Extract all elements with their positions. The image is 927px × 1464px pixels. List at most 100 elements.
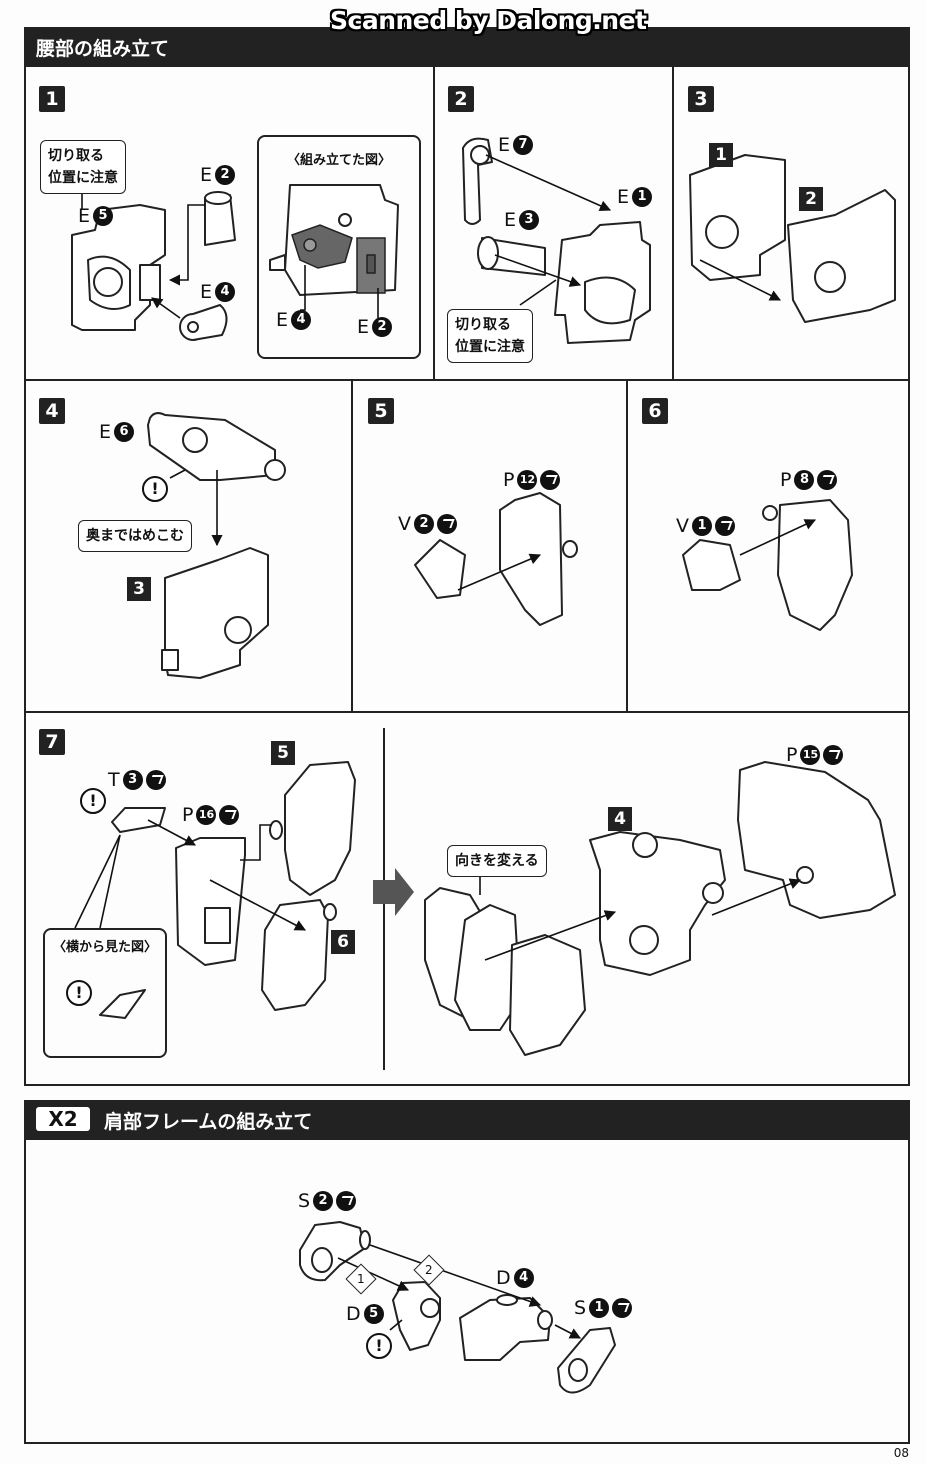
row-divider — [24, 379, 910, 381]
part-letter: E — [276, 309, 289, 331]
inset-title: 〈組み立てた図〉 — [286, 153, 391, 168]
part-letter: E — [200, 281, 213, 303]
part-number: 4 — [215, 282, 236, 302]
step7-change-direction-note: 向きを変える — [447, 845, 547, 877]
part-number: 5 — [363, 1304, 384, 1324]
sub-assembly-2: 2 — [799, 187, 823, 211]
cut-icon — [540, 470, 561, 490]
callout-line: 切り取る — [48, 148, 104, 164]
step-number-7: 7 — [39, 729, 65, 755]
row-divider — [24, 711, 910, 713]
part-number: 8 — [794, 470, 815, 490]
section-header-shoulder: X2 肩部フレームの組み立て — [24, 1100, 910, 1138]
step-number-4: 4 — [39, 398, 65, 424]
part-letter: E — [617, 186, 630, 208]
warning-icon: ! — [366, 1333, 392, 1359]
callout-line: 切り取る — [455, 317, 511, 333]
assembled-view-inset: 〈組み立てた図〉 — [257, 135, 421, 359]
warning-icon: ! — [66, 980, 92, 1006]
part-number: 1 — [632, 187, 653, 207]
part-number: 1 — [692, 516, 712, 536]
warning-icon: ! — [80, 788, 106, 814]
cut-icon — [817, 470, 838, 490]
part-number: 6 — [114, 422, 135, 442]
callout-line: 位置に注意 — [455, 339, 525, 355]
col-divider — [433, 65, 435, 380]
col-divider — [626, 380, 628, 712]
part-letter: D — [346, 1303, 361, 1325]
part-number: 16 — [196, 805, 217, 825]
step4-press-fully-note: 奥まではめこむ — [78, 520, 192, 552]
part-number: 1 — [589, 1298, 610, 1318]
warning-icon: ! — [142, 476, 168, 502]
sub-assembly-1: 1 — [709, 143, 733, 167]
section1-frame — [24, 65, 910, 1086]
order-number: 1 — [357, 1271, 365, 1286]
section2-frame — [24, 1138, 910, 1444]
order-number: 2 — [425, 1262, 433, 1277]
part-letter: D — [496, 1267, 511, 1289]
part-letter: P — [786, 744, 798, 766]
part-letter: E — [504, 209, 517, 231]
sub-assembly-4: 4 — [608, 807, 632, 831]
quantity-badge: X2 — [36, 1107, 90, 1131]
cut-icon — [823, 745, 844, 765]
part-number: 12 — [517, 470, 538, 490]
step-number-3: 3 — [688, 86, 714, 112]
part-number: 2 — [313, 1191, 334, 1211]
cut-icon — [145, 770, 166, 790]
part-number: 4 — [291, 310, 312, 330]
section-title: 肩部フレームの組み立て — [104, 1111, 313, 1133]
watermark: Scanned by Dalong.net — [330, 6, 647, 35]
part-number: 3 — [122, 770, 143, 790]
step-number-5: 5 — [368, 398, 394, 424]
part-number: 5 — [93, 206, 114, 226]
part-number: 2 — [372, 317, 393, 337]
part-number: 4 — [513, 1268, 534, 1288]
part-number: 2 — [414, 514, 434, 534]
part-letter: S — [574, 1297, 587, 1319]
col-divider — [351, 380, 353, 712]
step-number-1: 1 — [39, 86, 65, 112]
step2-cut-position-note: 切り取る 位置に注意 — [447, 309, 533, 363]
part-number: 15 — [800, 745, 821, 765]
part-letter: E — [498, 134, 511, 156]
cut-icon — [715, 516, 735, 536]
cut-icon — [437, 514, 457, 534]
sub-assembly-5: 5 — [271, 741, 295, 765]
cut-icon — [336, 1191, 357, 1211]
part-number: 7 — [513, 135, 534, 155]
step-number-6: 6 — [642, 398, 668, 424]
side-view-inset: 〈横から見た図〉 — [43, 928, 167, 1058]
sub-assembly-3: 3 — [127, 577, 151, 601]
section-header-waist: 腰部の組み立て — [24, 27, 910, 65]
col-divider — [672, 65, 674, 380]
step1-cut-position-note: 切り取る 位置に注意 — [40, 140, 126, 194]
inset-title: 〈横から見た図〉 — [52, 940, 157, 955]
section-title: 腰部の組み立て — [36, 38, 170, 60]
part-letter: V — [398, 513, 411, 535]
part-number: 2 — [215, 165, 236, 185]
cut-icon — [219, 805, 240, 825]
part-letter: E — [357, 316, 370, 338]
part-letter: E — [99, 421, 112, 443]
